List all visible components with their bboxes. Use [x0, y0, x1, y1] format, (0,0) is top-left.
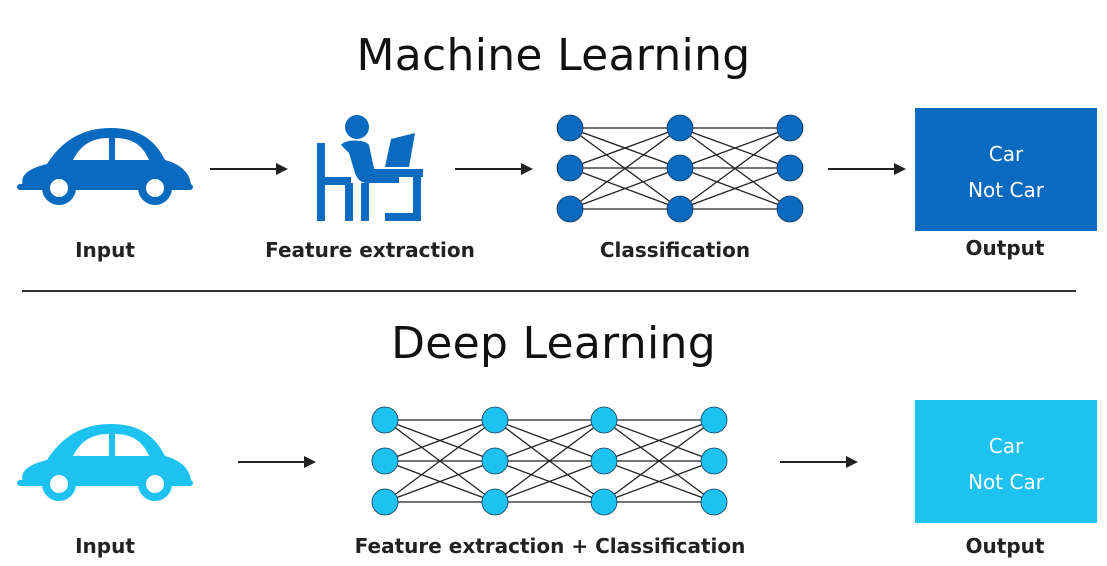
dl-net-connection — [603, 419, 715, 462]
dl-net-connection — [494, 460, 605, 503]
dl-net-node-0-2 — [371, 488, 399, 516]
dl-net-node-3-2 — [700, 488, 728, 516]
ml-net-node-2-0 — [776, 114, 804, 142]
dl-net-node-1-1 — [481, 447, 509, 475]
dl-net-connection — [494, 419, 605, 462]
ml-output-box: Car Not Car — [915, 108, 1097, 231]
ml-input-label: Input — [75, 238, 135, 262]
dl-title: Deep Learning — [391, 318, 716, 369]
ml-neural-network-icon — [556, 114, 804, 223]
ml-net-node-1-1 — [666, 154, 694, 182]
dl-net-node-3-1 — [700, 447, 728, 475]
dl-net-node-1-0 — [481, 406, 509, 434]
ml-title: Machine Learning — [356, 30, 751, 81]
ml-arrow-3 — [828, 163, 906, 175]
dl-network-label: Feature extraction + Classification — [354, 534, 746, 558]
dl-net-node-2-0 — [590, 406, 618, 434]
dl-net-node-3-0 — [700, 406, 728, 434]
dl-output-box: Car Not Car — [915, 400, 1097, 523]
dl-output-label: Output — [965, 534, 1045, 558]
dl-output-car: Car — [988, 434, 1024, 458]
dl-net-node-2-1 — [590, 447, 618, 475]
dl-arrow-1 — [238, 456, 316, 468]
dl-car-icon — [17, 424, 193, 501]
ml-net-connection — [679, 127, 791, 210]
dl-net-connection — [384, 419, 496, 462]
ml-net-connection — [569, 127, 681, 169]
ml-net-node-2-2 — [776, 195, 804, 223]
dl-neural-network-icon — [371, 406, 728, 516]
ml-net-node-2-1 — [776, 154, 804, 182]
ml-net-node-0-2 — [556, 195, 584, 223]
dl-net-node-1-2 — [481, 488, 509, 516]
dl-net-node-0-1 — [371, 447, 399, 475]
dl-output-not-car: Not Car — [968, 470, 1044, 494]
ml-net-node-1-0 — [666, 114, 694, 142]
ml-net-node-0-0 — [556, 114, 584, 142]
ml-net-connection — [569, 167, 681, 210]
dl-net-connection — [603, 460, 715, 503]
dl-net-connection — [494, 419, 605, 503]
dl-net-connection — [603, 419, 715, 503]
ml-arrow-2 — [455, 163, 533, 175]
dl-net-connection — [384, 460, 496, 503]
ml-net-connection — [679, 167, 791, 210]
ml-net-connection — [679, 127, 791, 169]
ml-feature-label: Feature extraction — [265, 238, 475, 262]
ml-output-label: Output — [965, 236, 1045, 260]
dl-arrow-2 — [780, 456, 858, 468]
ml-net-node-1-2 — [666, 195, 694, 223]
dl-input-label: Input — [75, 534, 135, 558]
ml-arrow-1 — [210, 163, 288, 175]
ml-car-icon — [17, 128, 193, 205]
ml-output-not-car: Not Car — [968, 178, 1044, 202]
ml-classification-label: Classification — [599, 238, 751, 262]
ml-output-car: Car — [988, 142, 1024, 166]
section-divider — [22, 290, 1076, 292]
ml-net-connection — [569, 127, 681, 210]
dl-net-node-2-2 — [590, 488, 618, 516]
dl-net-connection — [384, 419, 496, 503]
person-at-desk-icon — [317, 115, 423, 221]
dl-net-node-0-0 — [371, 406, 399, 434]
ml-net-node-0-1 — [556, 154, 584, 182]
